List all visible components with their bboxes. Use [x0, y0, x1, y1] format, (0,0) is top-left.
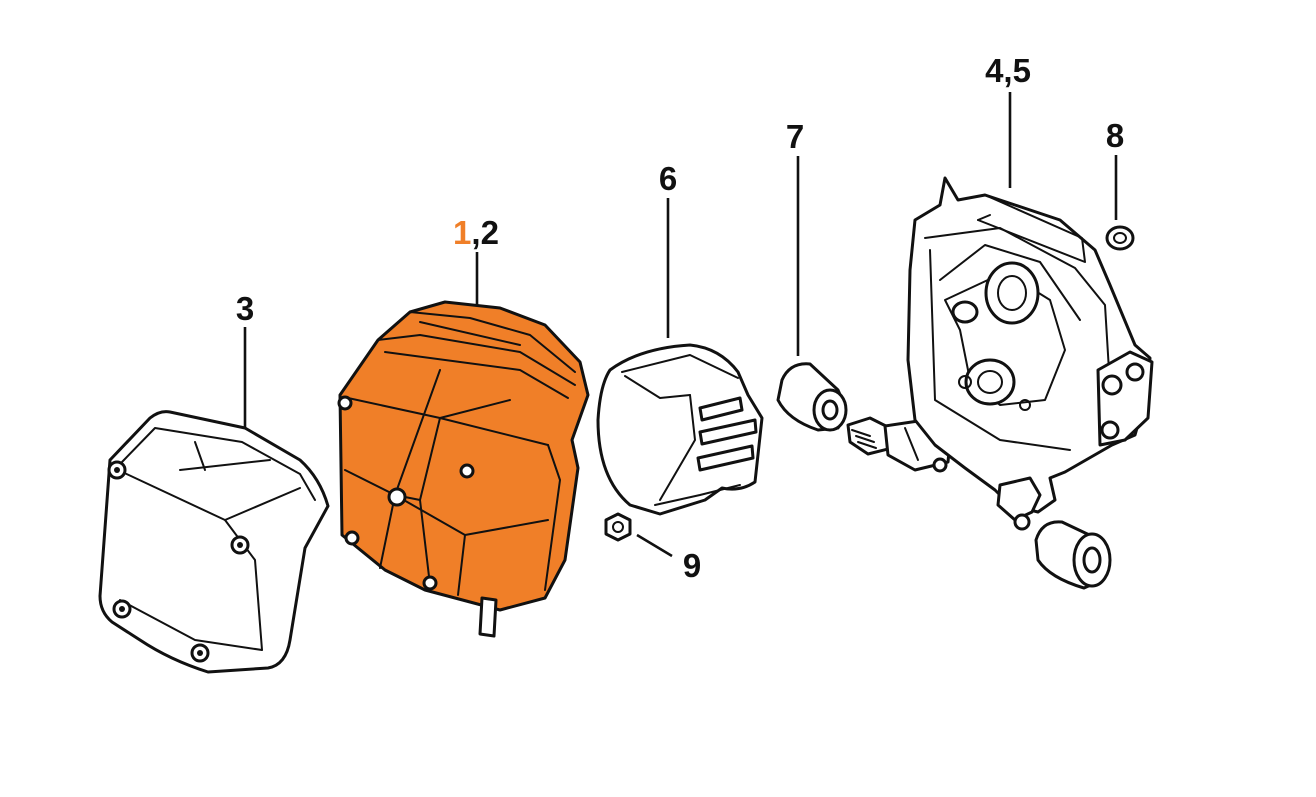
callout-1: 1	[453, 214, 471, 251]
callout-3: 3	[236, 290, 254, 327]
callout-1-2: 1,2	[453, 214, 499, 251]
lower-grommet[interactable]	[1034, 520, 1112, 590]
part-7-grommet[interactable]	[776, 362, 848, 432]
callout-6: 6	[659, 160, 677, 197]
part-8-o-ring[interactable]	[1105, 225, 1135, 251]
part-1-2-air-filter[interactable]	[337, 300, 590, 638]
part-4-5-housing[interactable]	[906, 176, 1154, 531]
part-6-shroud[interactable]	[596, 343, 764, 516]
callout-8: 8	[1106, 117, 1124, 154]
callout-9: 9	[683, 547, 701, 584]
callout-7: 7	[786, 118, 804, 155]
callout-4-5: 4,5	[985, 52, 1031, 89]
leader-lines	[243, 92, 1118, 558]
part-9-nut[interactable]	[604, 512, 632, 542]
callout-labels: 3 1,2 6 7 4,5 8 9	[236, 52, 1124, 584]
part-3-filter-cover[interactable]	[98, 410, 330, 674]
callout-2: ,2	[471, 214, 499, 251]
leader-line-9	[636, 533, 673, 558]
